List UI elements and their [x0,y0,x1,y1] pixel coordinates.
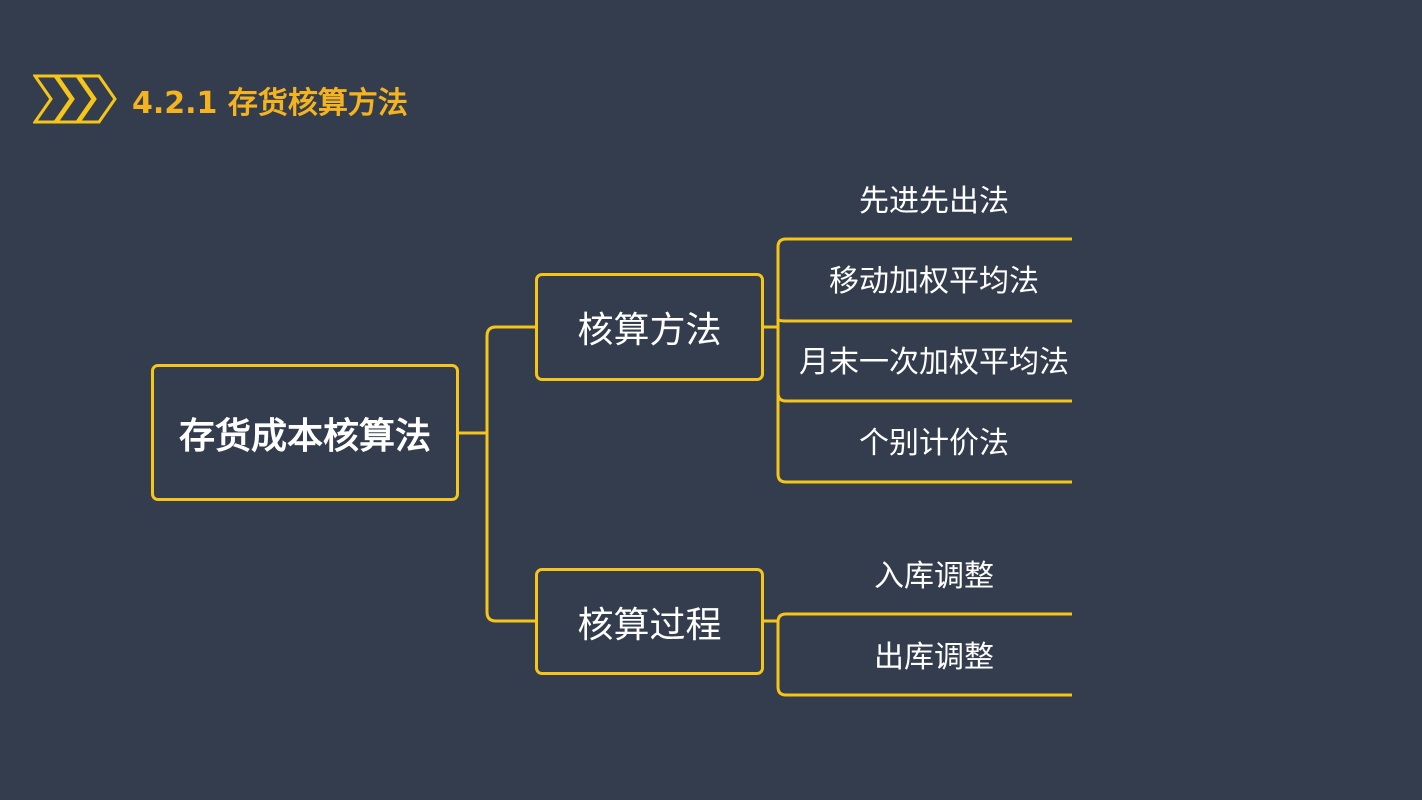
page-title: 4.2.1 存货核算方法 [132,86,408,121]
leaf-node: 移动加权平均法 [829,264,1039,299]
leaf-node: 入库调整 [874,559,994,594]
leaf-node: 月末一次加权平均法 [799,345,1069,380]
root-node: 存货成本核算法 [151,364,459,501]
branch-node-accounting-process: 核算过程 [535,568,764,675]
branch-node-accounting-method: 核算方法 [535,273,764,381]
leaf-node: 个别计价法 [859,426,1009,461]
branch-2-leaf-bracket [776,612,1072,697]
leaf-node: 先进先出法 [859,184,1009,219]
branch-1-leaf-bracket [776,237,1072,484]
leaf-node: 出库调整 [874,640,994,675]
triple-chevron-icon [33,74,117,124]
root-branch-bracket [485,325,535,623]
